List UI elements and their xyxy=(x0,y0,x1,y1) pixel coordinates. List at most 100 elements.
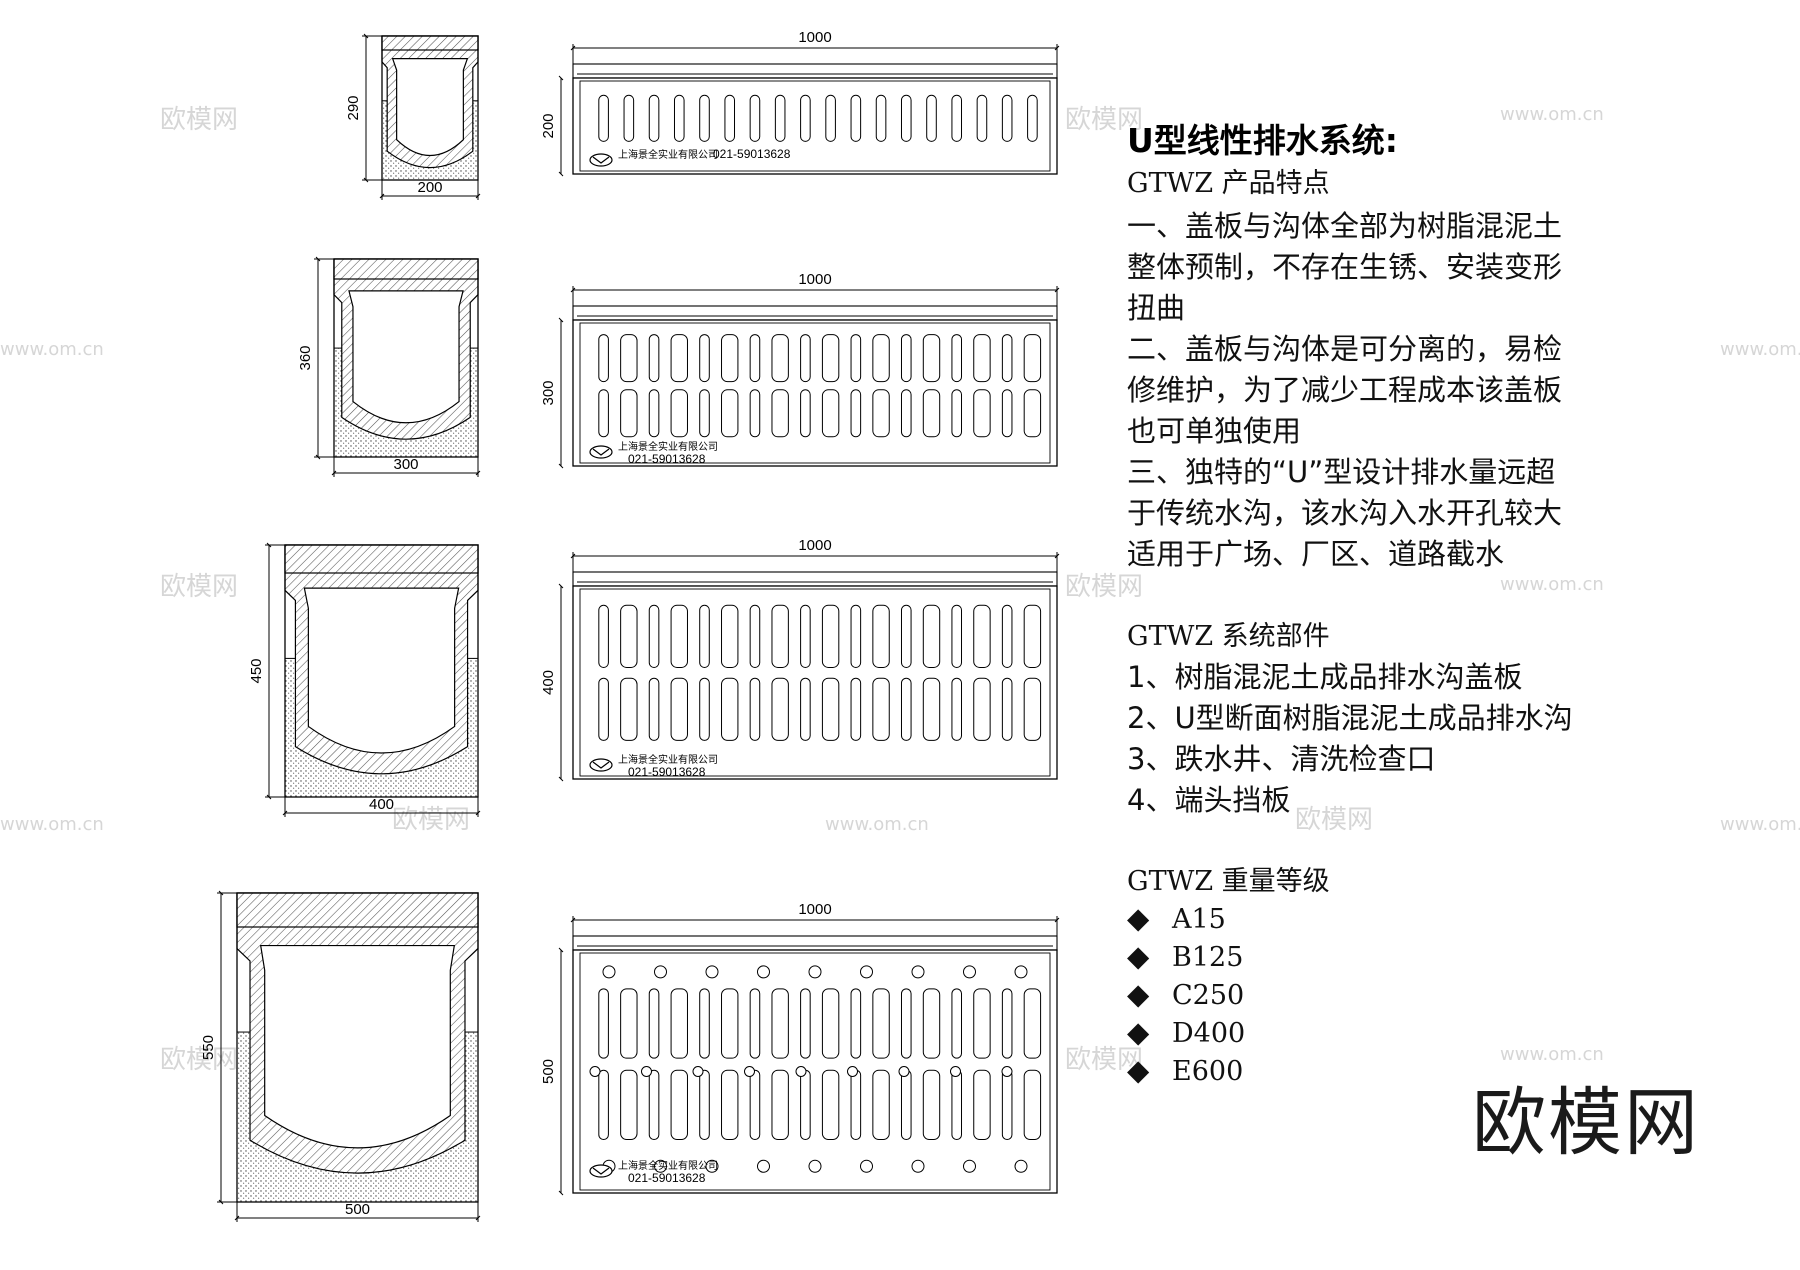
cover-slot xyxy=(670,334,688,383)
cover-slot xyxy=(872,1069,890,1141)
cover-elevations: 上海景全实业有限公司021-590136281000200上海景全实业有限公司0… xyxy=(540,29,1060,1196)
cover-slot xyxy=(648,389,660,438)
cover-slot xyxy=(699,1069,710,1141)
cover-slot xyxy=(749,94,761,142)
channel-void xyxy=(391,58,469,157)
feature-line-4: 二、盖板与沟体是可分离的，易检 xyxy=(1127,332,1562,366)
cover-slot xyxy=(749,334,761,383)
grade-item: A15 xyxy=(1171,904,1226,935)
cover-top-edge xyxy=(572,63,1058,79)
bolt-hole xyxy=(808,1159,822,1173)
grade-list: ◆ A15 ◆ B125 ◆ C250 ◆ D400 ◆ E600 xyxy=(1127,901,1245,1087)
cover-slot xyxy=(800,389,811,438)
cover-slot xyxy=(973,1069,991,1141)
cover-slot xyxy=(872,988,890,1059)
grade-item: B125 xyxy=(1172,942,1243,973)
channel-void xyxy=(259,944,456,1149)
cover-slot xyxy=(951,1069,963,1141)
cover-slot xyxy=(670,604,688,668)
cover-slot xyxy=(1001,94,1013,142)
bolt-hole xyxy=(911,1159,925,1173)
brand-logo: 欧模网 xyxy=(1472,1080,1700,1166)
cover-slot xyxy=(699,988,710,1059)
cover-slot xyxy=(922,1069,941,1141)
cover-slot xyxy=(598,1069,609,1141)
watermark-url: www.om.cn xyxy=(1500,104,1604,125)
section-width-label: 300 xyxy=(393,456,418,473)
cover-slab xyxy=(381,35,479,51)
bolt-hole xyxy=(1001,1066,1013,1077)
features-heading: GTWZ 产品特点 xyxy=(1127,168,1330,199)
watermark-url: www.om.cn xyxy=(825,814,929,835)
section-width-label: 400 xyxy=(369,796,394,813)
bolt-hole xyxy=(1014,965,1028,979)
cover-slot xyxy=(648,1069,660,1141)
bolt-hole xyxy=(705,965,719,979)
cover-slot xyxy=(976,94,988,142)
section-width-label: 500 xyxy=(345,1201,370,1218)
cover-slot xyxy=(598,604,609,668)
cover-slot xyxy=(900,604,912,668)
cover-slot xyxy=(771,988,789,1059)
company-logo-icon xyxy=(589,1164,613,1178)
cover-slot xyxy=(875,94,887,142)
diamond-bullet-icon: ◆ xyxy=(1127,977,1150,1011)
component-item-2: 2、U型断面树脂混泥土成品排水沟 xyxy=(1127,701,1573,735)
cover-slot xyxy=(721,334,739,383)
watermark-url: www.om.cn xyxy=(1720,814,1800,835)
cover-slot xyxy=(800,334,811,383)
cover-slot xyxy=(821,677,840,741)
cover-slot xyxy=(648,988,660,1059)
cover-slot xyxy=(973,334,991,383)
cover-slot xyxy=(724,94,736,142)
cover-slot xyxy=(670,677,688,741)
cover-slot xyxy=(699,677,710,741)
channel-void xyxy=(348,290,464,424)
watermark-text: 欧模网 xyxy=(1065,572,1143,602)
cover-slot xyxy=(699,94,710,142)
cover-slot xyxy=(670,1069,688,1141)
cover-slot xyxy=(1023,334,1042,383)
bolt-hole xyxy=(744,1066,755,1077)
cover-slot xyxy=(1023,604,1042,668)
cover-slot xyxy=(721,988,739,1059)
cover-slot xyxy=(699,334,710,383)
cover-slot xyxy=(800,988,811,1059)
cover-slot xyxy=(721,389,739,438)
cover-slot xyxy=(598,94,609,142)
bolt-hole xyxy=(950,1066,961,1077)
cover-slot xyxy=(800,1069,811,1141)
cover-slot xyxy=(900,988,912,1059)
cover-slot xyxy=(771,604,789,668)
cover-slot xyxy=(648,604,660,668)
elevation-height-label: 200 xyxy=(540,113,557,138)
cover-slot xyxy=(850,389,862,438)
bolt-hole xyxy=(705,1159,719,1173)
bolt-hole xyxy=(692,1066,704,1077)
cover-slot xyxy=(900,1069,912,1141)
diamond-bullet-icon: ◆ xyxy=(1127,1053,1150,1087)
company-phone: 021-59013628 xyxy=(628,452,706,466)
bolt-hole xyxy=(641,1066,652,1077)
company-name: 上海景全实业有限公司 xyxy=(618,1159,718,1172)
cover-slot xyxy=(749,1069,761,1141)
cover-slot xyxy=(774,94,786,142)
cover-slot xyxy=(821,988,840,1059)
bolt-hole xyxy=(1014,1159,1028,1173)
channel-void xyxy=(303,587,460,754)
cover-slot xyxy=(973,677,991,741)
elevation-height-label: 500 xyxy=(540,1059,557,1084)
cover-slot xyxy=(951,677,963,741)
section-outline xyxy=(333,258,479,458)
cover-slot xyxy=(951,604,963,668)
cover-body-inner xyxy=(579,588,1051,777)
cover-slot xyxy=(1001,988,1013,1059)
cover-slot xyxy=(900,94,912,142)
company-logo-mark xyxy=(592,1167,610,1175)
cover-slot xyxy=(598,677,609,741)
component-item-1: 1、树脂混泥土成品排水沟盖板 xyxy=(1127,660,1522,694)
